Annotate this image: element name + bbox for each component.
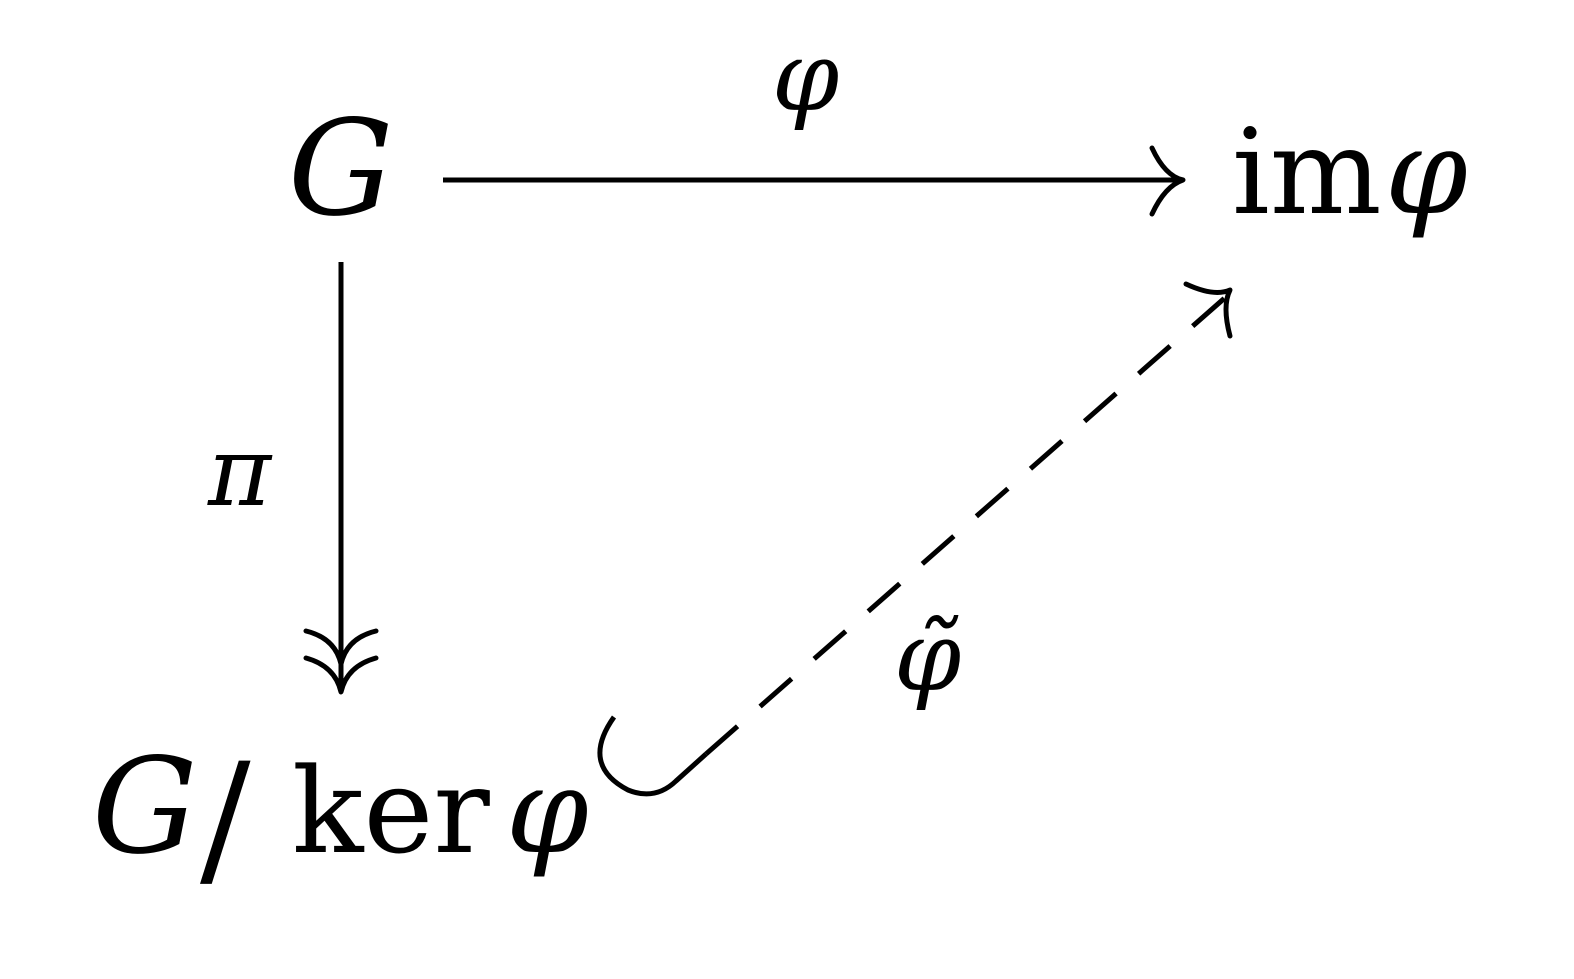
arrow-phi: [443, 145, 1186, 217]
node-g-top: G: [288, 92, 393, 246]
node-quotient-g: G: [92, 730, 197, 884]
arrow-pi: [303, 262, 379, 695]
node-im-phi-symbol: φ: [1385, 103, 1468, 241]
arrow-phi-tilde: [597, 281, 1233, 797]
arrow-phi-tilde-head: [1183, 281, 1233, 339]
arrow-phi-tilde-hook: [597, 715, 708, 797]
node-quotient-slash: /: [200, 732, 251, 906]
node-quotient-phi: φ: [506, 742, 589, 880]
arrow-pi-head-lower: [303, 655, 379, 695]
label-pi: π: [207, 416, 273, 528]
node-quotient: G / ker φ: [92, 730, 589, 906]
node-quotient-ker: ker: [292, 742, 490, 880]
label-phi-tilde: φ̃: [894, 601, 961, 713]
arrow-pi-head-upper: [303, 628, 379, 667]
label-phi: φ: [772, 21, 839, 133]
node-im-text: im: [1232, 103, 1382, 241]
node-im-phi: im φ: [1232, 103, 1468, 241]
arrow-phi-tilde-shaft: [704, 294, 1229, 756]
arrow-phi-head: [1149, 145, 1186, 217]
